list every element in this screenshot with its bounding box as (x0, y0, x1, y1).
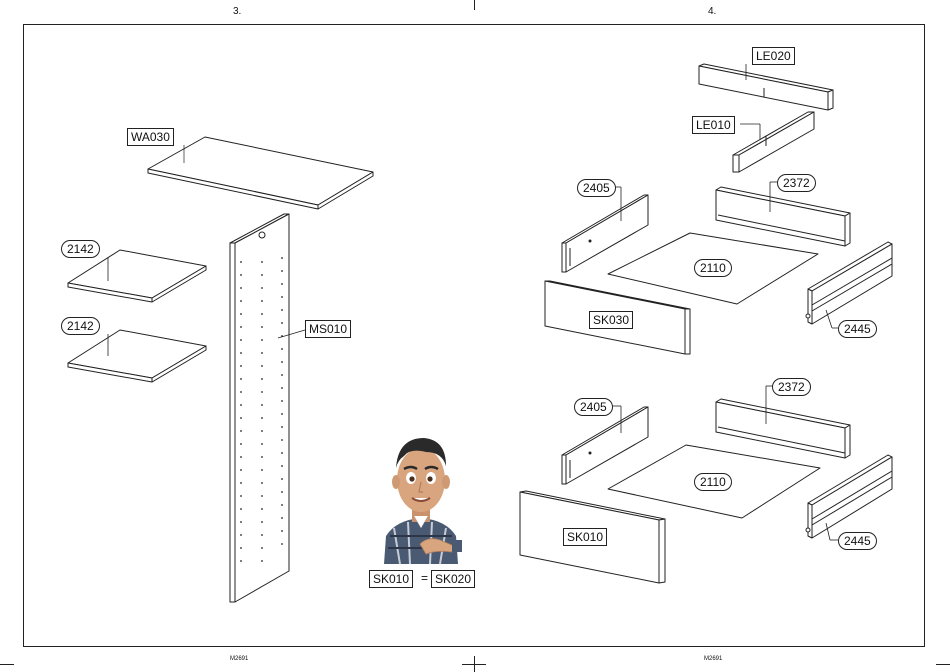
footer-code-left: M2691 (230, 656, 248, 662)
drawer2-back (716, 399, 850, 458)
drawer1-back (716, 187, 850, 246)
panel-ms010 (230, 214, 289, 602)
rail-le010 (733, 112, 814, 172)
label-shelf-2142-bottom: 2142 (61, 317, 100, 335)
note-sk010: SK010 (369, 570, 413, 588)
mascot-illustration (376, 432, 466, 564)
label-d2-2445: 2445 (838, 532, 877, 550)
footer-code-right: M2691 (704, 656, 722, 662)
label-d2-2372: 2372 (772, 378, 811, 396)
label-shelf-2142-top: 2142 (61, 240, 100, 258)
label-d2-2405: 2405 (574, 398, 613, 416)
label-wa030: WA030 (127, 128, 174, 146)
rail-le020 (699, 64, 833, 110)
label-d2-sk010: SK010 (563, 528, 607, 546)
note-sk020: SK020 (431, 570, 475, 588)
label-d1-2110: 2110 (694, 259, 732, 277)
label-d1-2372: 2372 (777, 174, 816, 192)
label-d1-sk030: SK030 (589, 311, 633, 329)
label-d1-2405: 2405 (577, 179, 616, 197)
note-equals: = (421, 571, 428, 585)
panel-wa030 (148, 137, 373, 209)
drawer2-side-left (562, 407, 648, 484)
label-ms010: MS010 (305, 320, 351, 338)
drawer1-side-right (806, 242, 892, 324)
shelf-2142-bottom (68, 330, 206, 382)
label-d1-2445: 2445 (838, 320, 877, 338)
label-d2-2110: 2110 (694, 473, 732, 491)
label-le010: LE010 (692, 116, 735, 134)
label-le020: LE020 (752, 47, 795, 65)
